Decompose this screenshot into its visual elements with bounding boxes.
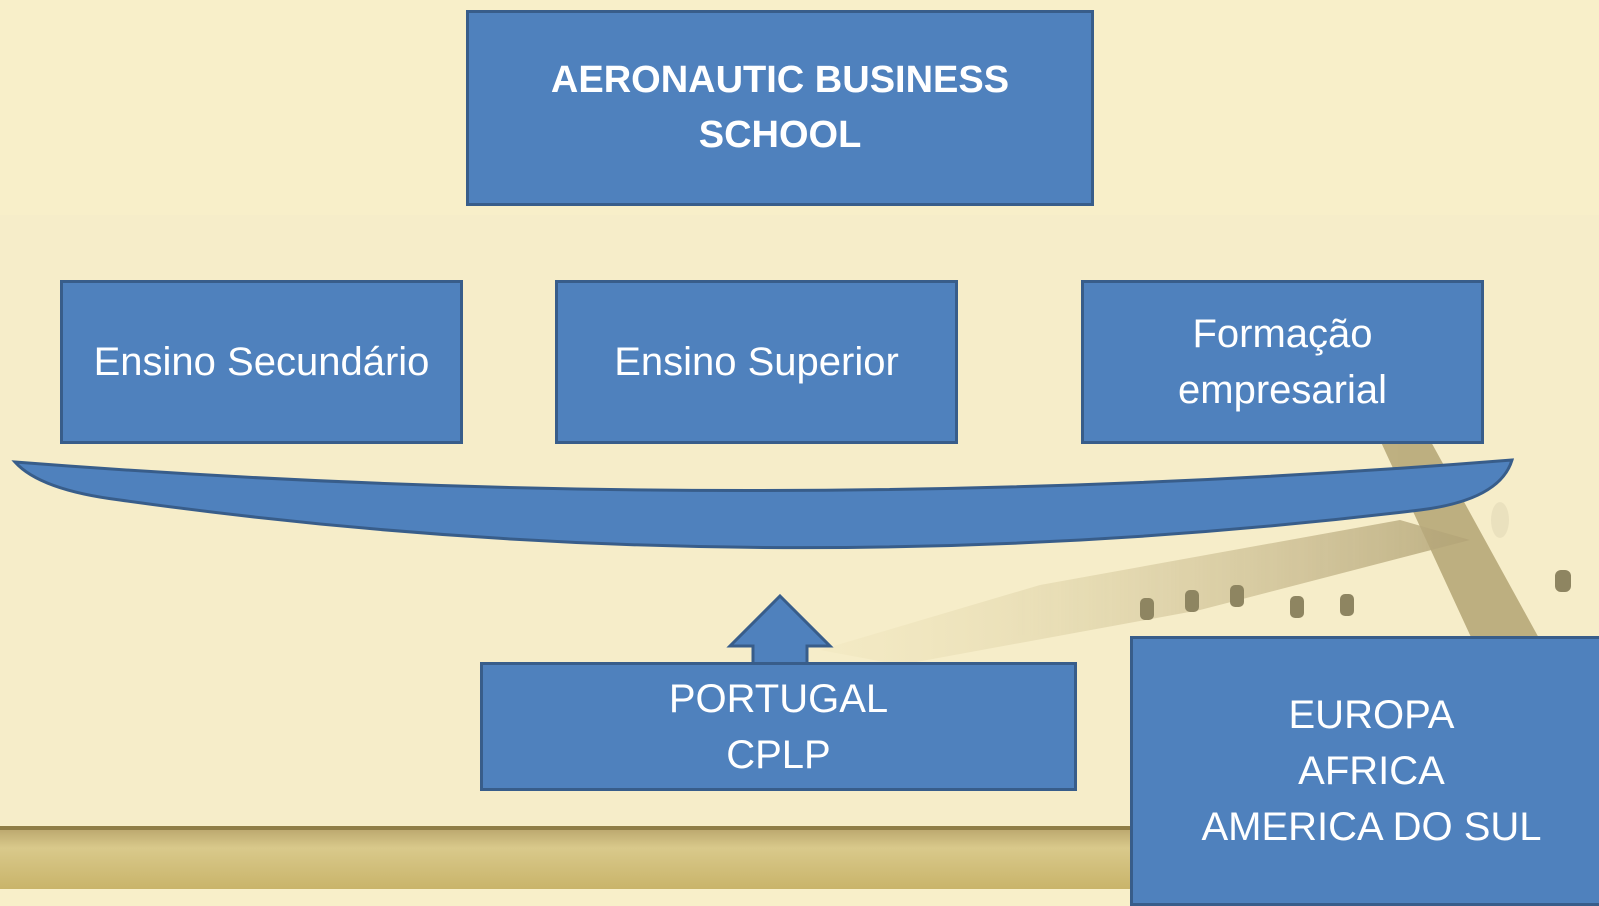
title-box: AERONAUTIC BUSINESS SCHOOL (466, 10, 1094, 206)
category-box-ensino-secundario: Ensino Secundário (60, 280, 463, 444)
region-box-portugal-cplp: PORTUGAL CPLP (480, 662, 1077, 791)
category-box-ensino-superior: Ensino Superior (555, 280, 958, 444)
category-label: Ensino Secundário (93, 340, 430, 384)
category-label: Formação empresarial (1178, 312, 1387, 412)
category-box-formacao-empresarial: Formação empresarial (1081, 280, 1484, 444)
region-label: PORTUGAL CPLP (668, 676, 889, 777)
region-box-international: EUROPA AFRICA AMERICA DO SUL (1130, 636, 1599, 906)
region-label: EUROPA AFRICA AMERICA DO SUL (1201, 693, 1542, 849)
category-label: Ensino Superior (614, 340, 899, 384)
title-text: AERONAUTIC BUSINESS SCHOOL (550, 58, 1010, 156)
